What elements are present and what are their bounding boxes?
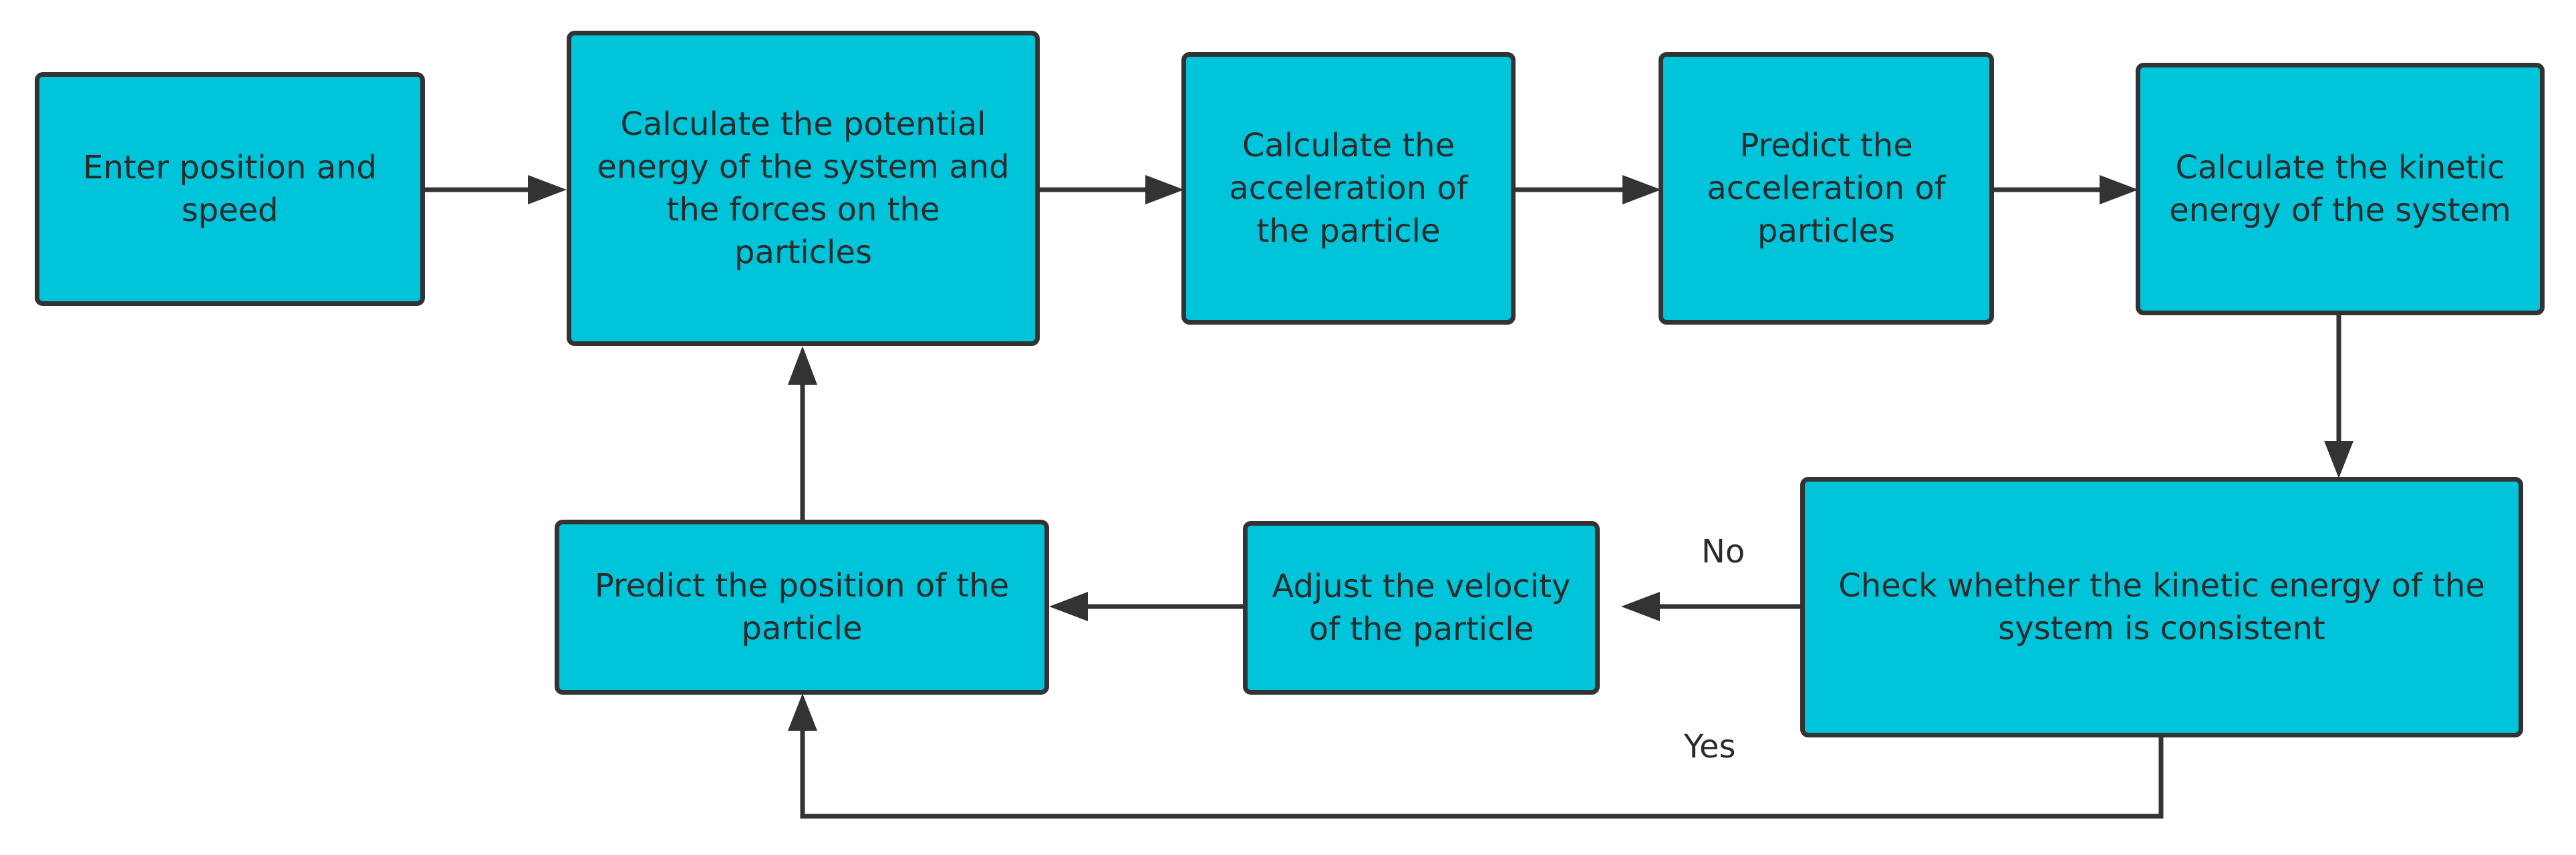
- node-calculate-acceleration: Calculate the acceleration of the partic…: [1181, 52, 1516, 325]
- edge-label-no: No: [1701, 533, 1745, 570]
- node-predict-acceleration: Predict the acceleration of particles: [1659, 52, 1994, 325]
- node-enter-position-and-speed: Enter position and speed: [35, 72, 425, 306]
- node-check-kinetic-energy: Check whether the kinetic energy of the …: [1800, 477, 2523, 737]
- node-predict-position: Predict the position of the particle: [555, 520, 1049, 695]
- node-label: Calculate the kinetic energy of the syst…: [2169, 149, 2511, 229]
- node-calculate-potential-energy: Calculate the potential energy of the sy…: [567, 31, 1040, 346]
- node-label: Adjust the velocity of the particle: [1272, 568, 1571, 648]
- edge-check-to-predict-pos: [800, 731, 2164, 819]
- node-label: Check whether the kinetic energy of the …: [1838, 567, 2485, 647]
- arrowhead-predict-pos-bottom: [788, 693, 817, 731]
- arrowhead-predict-pos-right: [1049, 592, 1088, 621]
- node-adjust-velocity: Adjust the velocity of the particle: [1243, 521, 1600, 695]
- arrowhead-accel-calc-left: [1145, 175, 1184, 204]
- node-label: Calculate the acceleration of the partic…: [1229, 127, 1468, 250]
- node-label: Predict the acceleration of particles: [1707, 127, 1946, 250]
- arrowhead-check-top: [2324, 441, 2353, 478]
- node-calculate-kinetic-energy: Calculate the kinetic energy of the syst…: [2136, 63, 2545, 315]
- arrowhead-accel-predict-left: [1622, 175, 1661, 204]
- node-label: Calculate the potential energy of the sy…: [597, 106, 1010, 271]
- node-label: Predict the position of the particle: [594, 567, 1010, 647]
- arrowhead-adjust-right: [1621, 592, 1660, 621]
- edge-label-yes: Yes: [1684, 728, 1736, 765]
- arrowhead-potential-bottom: [788, 346, 817, 385]
- arrowhead-potential-left: [528, 175, 567, 204]
- arrowhead-kinetic-left: [2100, 175, 2138, 204]
- node-label: Enter position and speed: [83, 149, 377, 229]
